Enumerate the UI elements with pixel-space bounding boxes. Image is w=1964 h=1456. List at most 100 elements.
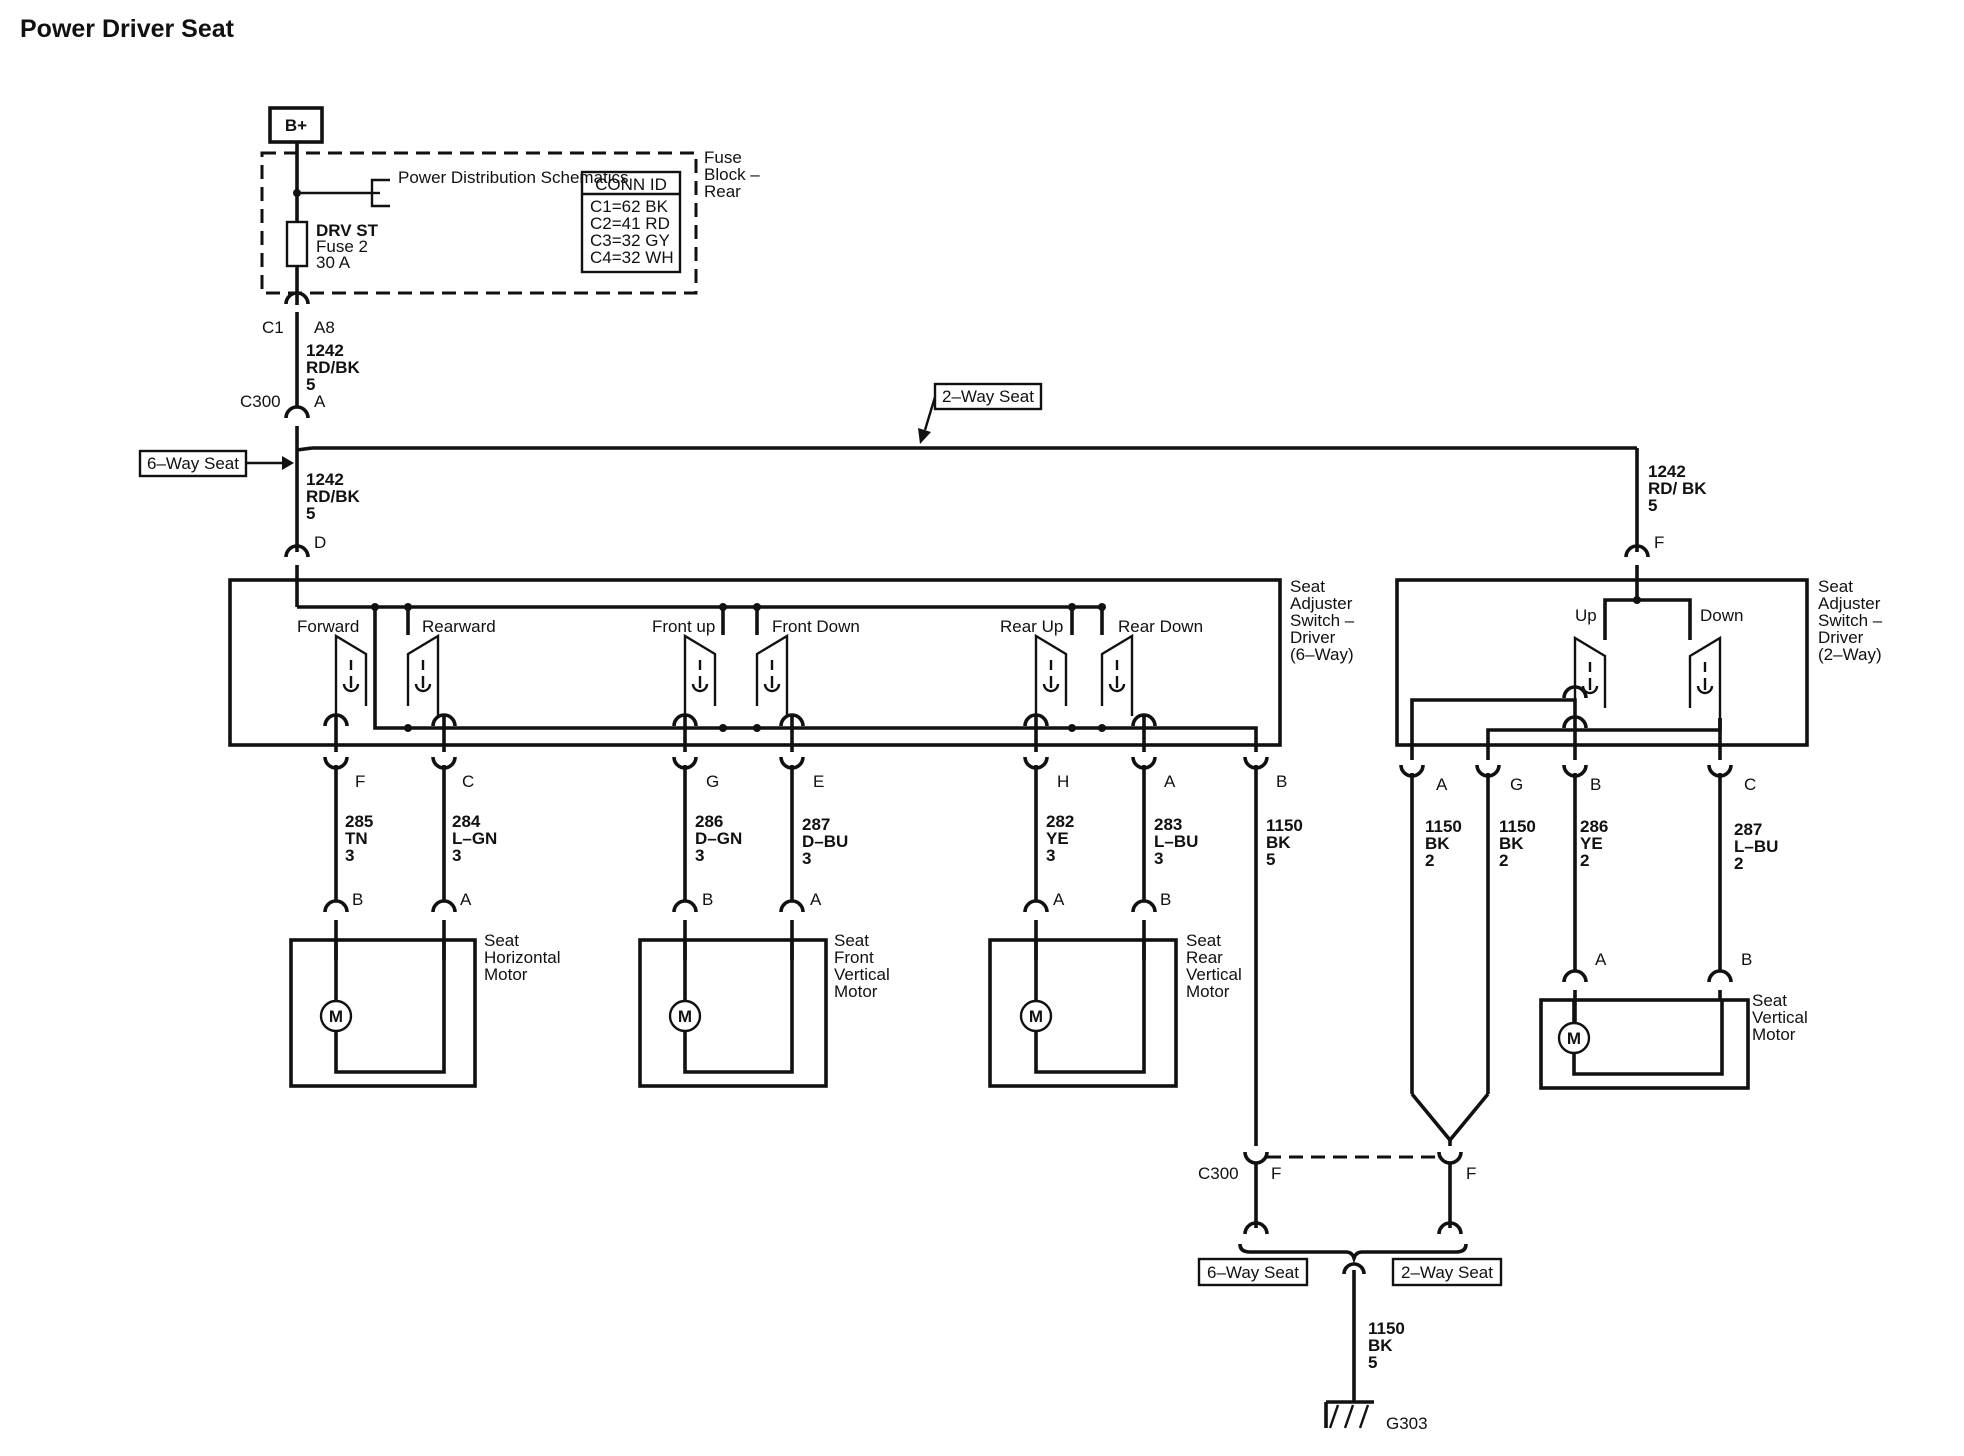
motor-front-vertical: M — [638, 938, 828, 1088]
switch-contacts-2-way — [1573, 635, 1722, 718]
fuse-name: DRV ST — [316, 221, 379, 240]
tag-socket — [1243, 1221, 1269, 1235]
pin2-a: A — [1436, 775, 1448, 794]
wire-label-1242-top: 1242 RD/BK 5 — [306, 341, 365, 394]
motor-vertical: M — [1539, 998, 1750, 1090]
switch-contact — [755, 633, 789, 716]
tag-socket — [1437, 1221, 1463, 1235]
c300-socket — [1243, 1151, 1269, 1165]
pin-e: E — [813, 772, 824, 791]
connector-c1-pin: A8 — [314, 318, 335, 337]
position-up: Up — [1575, 606, 1597, 625]
pin-h: H — [1057, 772, 1069, 791]
ground-name: G303 — [1386, 1414, 1428, 1433]
motor2-pin-b: B — [702, 890, 713, 909]
conn-id-row: C3=32 GY — [590, 231, 670, 250]
fuse-rating: 30 A — [316, 253, 351, 272]
motor3-pin-b: B — [1160, 890, 1171, 909]
bus-crossover — [431, 713, 457, 727]
connector-f-pin: F — [1654, 533, 1664, 552]
motor1-pin-a: A — [460, 890, 472, 909]
bus-crossover — [323, 713, 349, 727]
motor1-pin-b: B — [352, 890, 363, 909]
conn-id-row: C2=41 RD — [590, 214, 670, 233]
switch-2-way-name: Seat Adjuster Switch – Driver (2–Way) — [1818, 577, 1887, 664]
switch-contacts-6-way — [334, 633, 1134, 716]
svg-text:2–Way Seat: 2–Way Seat — [942, 387, 1034, 406]
switch-contact — [406, 633, 440, 716]
conn-id-table — [580, 170, 682, 274]
motor4-pin-b: B — [1741, 950, 1752, 969]
switch-contact — [1688, 635, 1722, 718]
tag-2-way: 2–Way Seat — [918, 382, 1043, 444]
conn-id-title: CONN ID — [595, 175, 667, 194]
ground-pin-right: F — [1466, 1164, 1476, 1183]
ground-circuit — [1238, 1151, 1468, 1429]
motor-symbol: M — [1029, 1007, 1043, 1026]
motor-symbol: M — [329, 1007, 343, 1026]
svg-text:6–Way Seat: 6–Way Seat — [147, 454, 239, 473]
switch-contact — [683, 633, 717, 716]
switch-contact — [1034, 633, 1068, 716]
motor-pin-socket — [1562, 969, 1588, 983]
bus-crossover — [672, 713, 698, 727]
wire-label-1242-right: 1242 RD/ BK 5 — [1648, 462, 1711, 515]
switch-contact — [334, 633, 368, 716]
fuse-symbol — [285, 220, 309, 268]
ground-pin-left: F — [1271, 1164, 1281, 1183]
pin-c: C — [462, 772, 474, 791]
switch-contact — [1100, 633, 1134, 716]
motor-symbol: M — [1567, 1029, 1581, 1048]
bus-crossover — [1562, 685, 1588, 699]
c300-socket — [1437, 1151, 1463, 1165]
bus-crossover — [779, 713, 805, 727]
pin2-g: G — [1510, 775, 1523, 794]
pin-a: A — [1164, 772, 1176, 791]
connector-c1: C1 — [262, 318, 284, 337]
connector-d-pin: D — [314, 533, 326, 552]
ground-branch — [1238, 1243, 1468, 1264]
pin2-b: B — [1590, 775, 1601, 794]
splice-join — [1410, 1092, 1490, 1143]
conn-id-row: C4=32 WH — [590, 248, 674, 267]
fuse-number: Fuse 2 — [316, 237, 368, 256]
pin-g: G — [706, 772, 719, 791]
wire-label-1242-mid: 1242 RD/BK 5 — [306, 470, 365, 523]
motor4-pin-a: A — [1595, 950, 1607, 969]
motor-pin-socket — [431, 899, 457, 913]
wire-label-ground: 1150 BK 5 — [1368, 1319, 1410, 1372]
motor-pin-socket — [779, 899, 805, 913]
ground-c300: C300 — [1198, 1164, 1239, 1183]
connector-c300: C300 — [240, 392, 281, 411]
svg-text:6–Way Seat: 6–Way Seat — [1207, 1263, 1299, 1282]
bus-crossover — [1023, 713, 1049, 727]
motor-horizontal: M — [289, 938, 477, 1088]
pin-b: B — [1276, 772, 1287, 791]
position-rearward: Rearward — [422, 617, 496, 636]
position-front-down: Front Down — [772, 617, 860, 636]
wire-2way-a — [1410, 698, 1577, 760]
motor-pin-socket — [323, 899, 349, 913]
feed-wire — [284, 142, 1637, 607]
pin-f: F — [355, 772, 365, 791]
switch-contact — [1573, 635, 1607, 718]
tag-6-way-bottom: 6–Way Seat — [1197, 1257, 1309, 1287]
position-down: Down — [1700, 606, 1743, 625]
bus-crossover — [1131, 713, 1157, 727]
motor-pin-socket — [1707, 969, 1733, 983]
motors: M M M M — [289, 938, 1750, 1090]
tag-2-way-bottom: 2–Way Seat — [1391, 1257, 1503, 1287]
